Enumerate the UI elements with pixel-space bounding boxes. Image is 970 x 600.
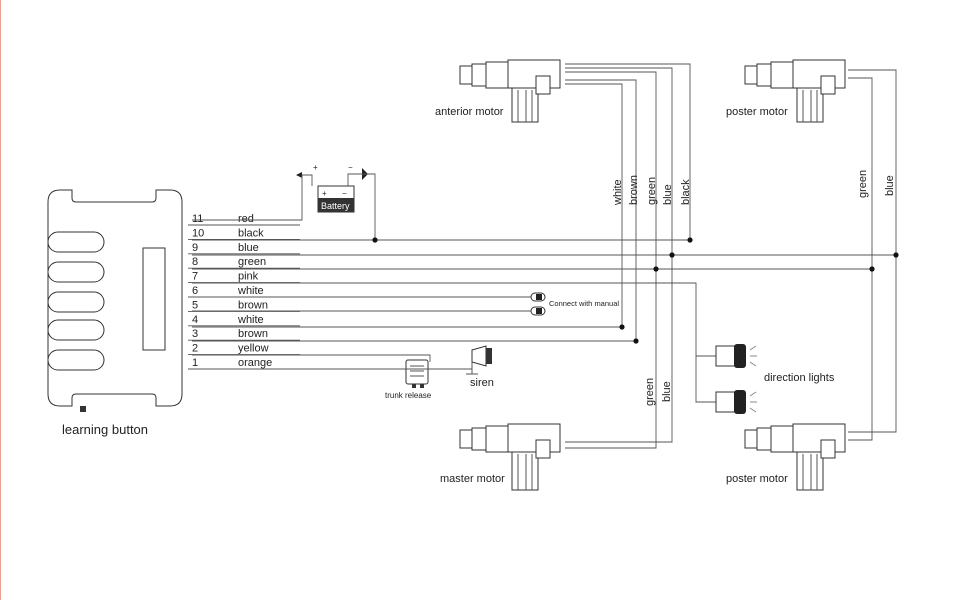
anterior-motor-label: anterior motor [435,106,504,118]
direction-lights-label: direction lights [764,372,835,384]
pin-number: 1 [192,357,198,369]
battery-label: Battery [321,201,350,211]
wire-label-green-right: green [857,170,869,198]
poster-motor-top-label: poster motor [726,106,788,118]
pin-color-label: blue [238,242,259,254]
wire-label-brown: brown [628,175,640,205]
pin-number: 3 [192,328,198,340]
siren-label: siren [470,377,494,389]
master-motor-label: master motor [440,473,505,485]
controller-window [142,247,166,351]
trunk-release-label: trunk release [385,391,432,400]
pin-color-label: brown [238,328,268,340]
connect-manual-label: Connect with manual [549,299,619,308]
controller-slot [47,231,105,253]
pin-number: 4 [192,314,198,326]
wire-bus [192,63,899,449]
pin-color-label: white [237,285,264,297]
wire-label-blue-right: blue [884,175,896,196]
pin-number: 5 [192,299,198,311]
poster-motor-top [744,59,846,123]
pin-number: 2 [192,343,198,355]
pin-number: 9 [192,242,198,254]
pin-color-label: red [238,213,254,225]
wire-label-blue-master: blue [661,381,673,402]
battery-minus-sign: − [348,163,353,172]
wire-label-green-master: green [644,378,656,406]
anterior-motor [459,59,561,123]
pin-color-label: pink [238,271,259,283]
master-motor [459,423,561,491]
wire-label-white: white [612,179,624,206]
controller-slot [47,349,105,371]
pin-list: 11 red 10 black 9 blue 8 green 7 pink 6 white 5 brown… [188,213,300,370]
poster-motor-bottom-label: poster motor [726,473,788,485]
battery-positive-arrow [296,172,302,178]
pin-number: 7 [192,271,198,283]
wire-label-blue: blue [662,184,674,205]
controller-slot [47,319,105,341]
manual-connectors [192,292,546,316]
control-unit [47,189,183,412]
pin-number: 10 [192,227,204,239]
controller-slot [47,291,105,313]
battery-minus-terminal: − [342,189,347,198]
wire-label-black: black [680,179,692,205]
siren-icon [466,345,492,375]
pin-color-label: white [237,314,264,326]
controller-slot [47,261,105,283]
battery: Battery + − + − [192,163,376,240]
page-edge-line [0,0,1,600]
trunk-release-icon [405,359,429,388]
learning-button[interactable] [80,406,86,412]
pin-number: 11 [192,213,203,225]
battery-plus-terminal: + [322,189,327,198]
pin-color-label: yellow [238,343,269,355]
poster-motor-bottom [744,423,846,491]
pin-number: 6 [192,285,198,297]
pin-color-label: brown [238,299,268,311]
pin-color-label: orange [238,357,272,369]
learning-button-label: learning button [62,422,148,437]
direction-light-bottom [715,390,757,414]
pin-color-label: black [238,227,264,239]
direction-light-top [715,344,757,368]
battery-plus-sign: + [313,163,318,172]
wire-label-green: green [646,177,658,205]
pin-number: 8 [192,256,198,268]
pin-color-label: green [238,256,266,268]
